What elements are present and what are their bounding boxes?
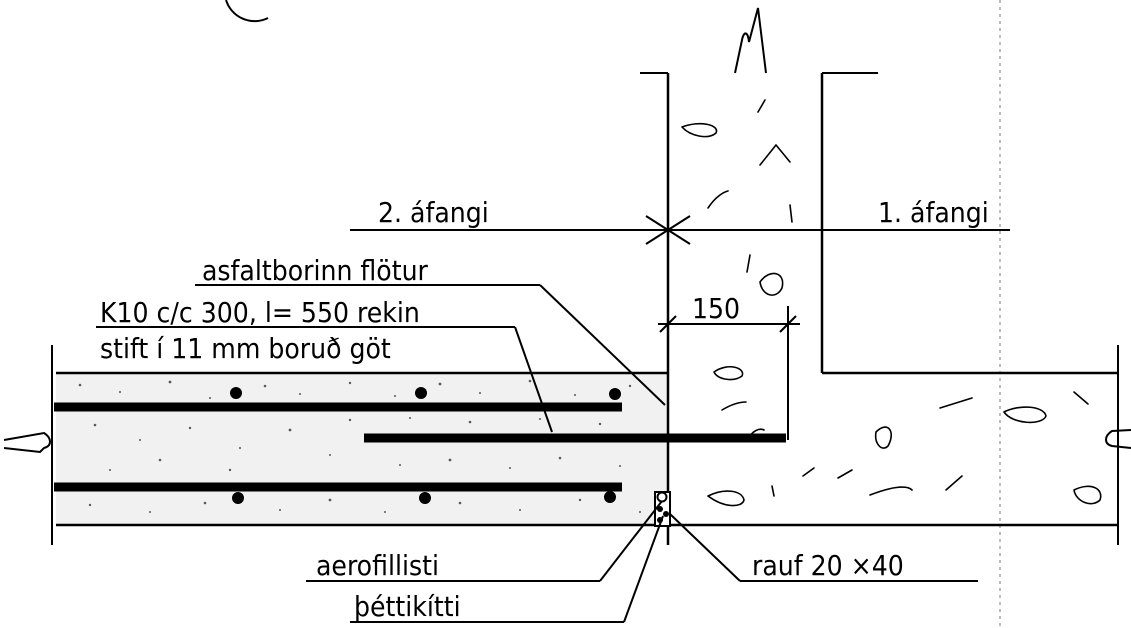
- groove-leader: [669, 513, 741, 582]
- rebar-dot: [232, 492, 244, 504]
- groove-callout: rauf 20 ×40: [669, 513, 978, 582]
- sealant-label: þéttikítti: [354, 590, 461, 623]
- filler-label: aerofillisti: [316, 549, 439, 582]
- stage1-label: 1. áfangi: [878, 196, 989, 229]
- section-circle: [225, 0, 269, 23]
- rebar: [54, 387, 786, 504]
- concrete-stage1: [640, 7, 1131, 545]
- break-symbol-left: [3, 431, 51, 454]
- dim-value: 150: [692, 292, 740, 325]
- dimension-150: 150: [658, 292, 800, 440]
- stage-cross-b: [645, 215, 691, 245]
- rebar-dot: [419, 492, 431, 504]
- dowel-leader: [514, 326, 553, 433]
- filler-strip: [656, 491, 668, 503]
- slab-stage2: [3, 345, 668, 545]
- break-symbol-top: [734, 7, 767, 74]
- filler-leader: [599, 500, 663, 582]
- dowel-callout: K10 c/c 300, l= 550 rekin stift í 11 mm …: [96, 296, 553, 433]
- surface-leader: [539, 284, 666, 406]
- stage2-label: 2. áfangi: [378, 196, 489, 229]
- surface-callout: asfaltborinn flötur: [195, 254, 666, 406]
- sealant-leader: [623, 515, 664, 623]
- rebar-dot: [230, 387, 242, 399]
- dim-tick-left: [659, 315, 677, 333]
- slab-stipple: [78, 379, 641, 513]
- sealant: [663, 511, 669, 517]
- break-symbol-right: [1105, 429, 1131, 449]
- filler-callout: aerofillisti: [306, 500, 663, 582]
- aggregate-marks: [681, 99, 1102, 507]
- stage-boundary: 2. áfangi 1. áfangi: [350, 196, 1010, 245]
- rebar-dot: [604, 491, 616, 503]
- rebar-dot: [415, 387, 427, 399]
- dowel-label-line2: stift í 11 mm boruð göt: [100, 332, 391, 365]
- joint-seal: [654, 491, 671, 527]
- dowel-label-line1: K10 c/c 300, l= 550 rekin: [100, 296, 420, 329]
- sealant-callout: þéttikítti: [350, 515, 664, 623]
- surface-label: asfaltborinn flötur: [202, 254, 429, 287]
- rebar-dot: [609, 388, 621, 400]
- slab-stage2-fill: [56, 373, 668, 525]
- sealant: [657, 506, 663, 512]
- groove-label: rauf 20 ×40: [752, 549, 904, 582]
